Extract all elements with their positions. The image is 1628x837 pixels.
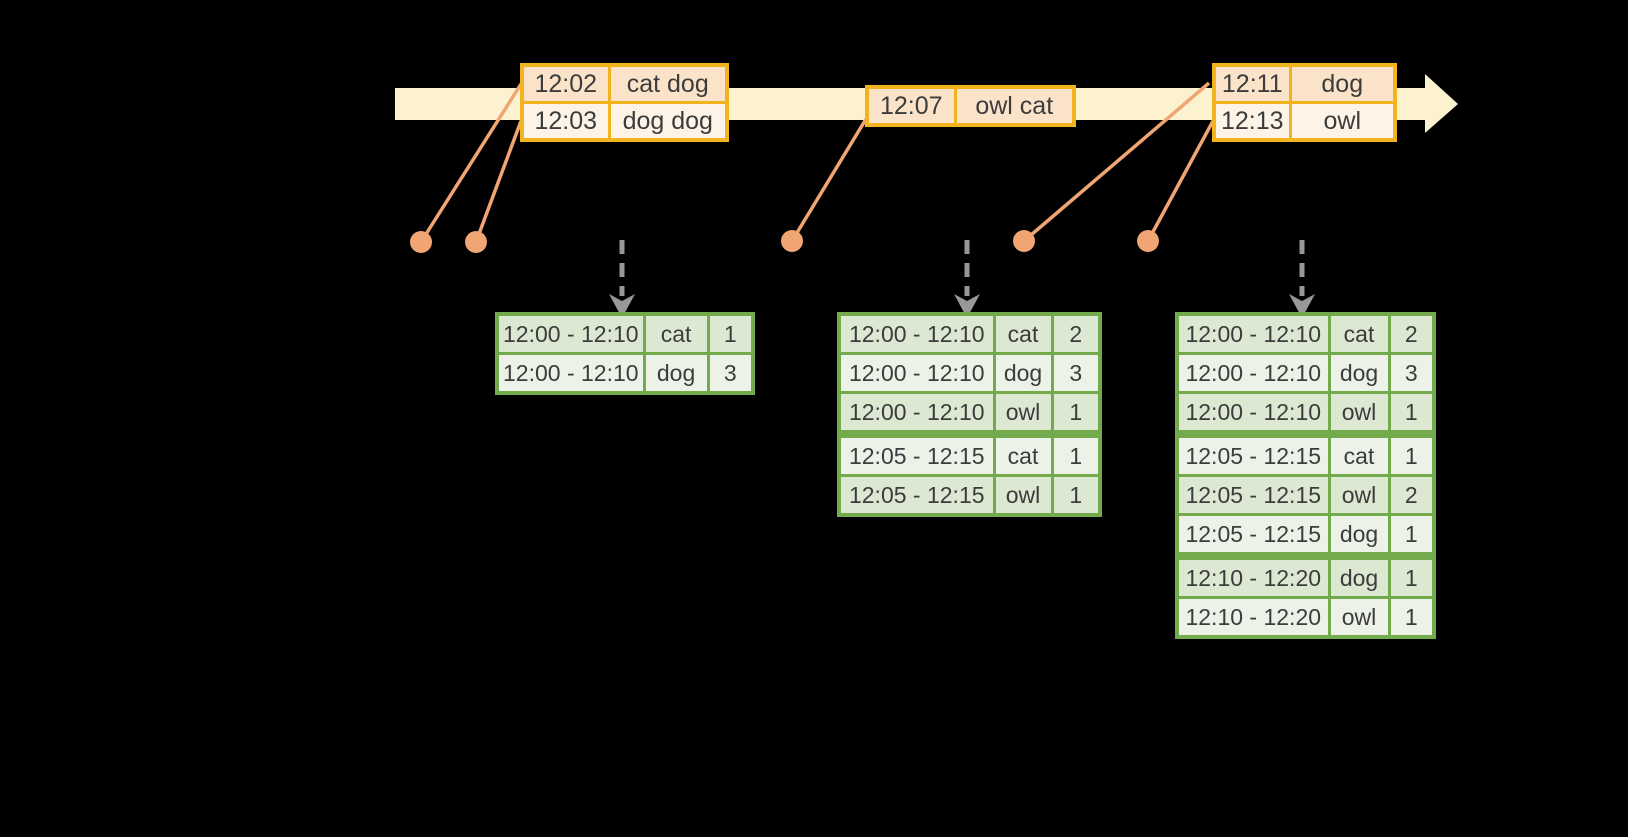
table-cell: 1 <box>1387 596 1436 639</box>
table-cell: 12:02 <box>520 63 611 104</box>
event-connector-line <box>1146 120 1215 242</box>
table-cell: 3 <box>1050 352 1102 394</box>
table-cell: cat dog <box>607 63 729 104</box>
table-cell: 12:00 - 12:10 <box>837 391 996 438</box>
table-cell: dog <box>1327 352 1391 394</box>
table-cell: owl <box>1327 391 1391 438</box>
event-connector-line <box>1022 81 1211 243</box>
table-cell: 12:00 - 12:10 <box>495 312 646 355</box>
table-cell: 12:00 - 12:10 <box>837 312 996 355</box>
table-cell: 3 <box>1387 352 1436 394</box>
table-cell: 1 <box>1050 432 1102 477</box>
down-arrowhead-icon <box>1289 294 1315 318</box>
table-cell: cat <box>1327 312 1391 355</box>
table-cell: dog dog <box>607 101 729 142</box>
table-cell: 1 <box>1387 432 1436 477</box>
table-cell: cat <box>1327 432 1391 477</box>
table-cell: cat <box>992 432 1054 477</box>
table-cell: cat <box>642 312 710 355</box>
table-cell: 12:00 - 12:10 <box>1175 391 1331 438</box>
table-cell: 2 <box>1387 312 1436 355</box>
event-dot <box>410 231 432 253</box>
table-cell: dog <box>642 352 710 395</box>
table-cell: 12:00 - 12:10 <box>1175 352 1331 394</box>
table-cell: owl <box>992 474 1054 517</box>
event-dot <box>1137 230 1159 252</box>
table-cell: dog <box>1288 63 1397 104</box>
table-cell: 12:05 - 12:15 <box>1175 432 1331 477</box>
table-cell: 2 <box>1050 312 1102 355</box>
event-connector-line <box>790 118 868 242</box>
table-cell: 12:10 - 12:20 <box>1175 554 1331 599</box>
down-arrowhead-icon <box>954 294 980 318</box>
table-cell: 12:00 - 12:10 <box>495 352 646 395</box>
table-cell: 12:00 - 12:10 <box>1175 312 1331 355</box>
event-connector-line <box>474 120 523 243</box>
table-cell: dog <box>1327 513 1391 560</box>
table-cell: owl cat <box>953 85 1076 127</box>
event-connector-line <box>419 83 523 243</box>
table-cell: 3 <box>706 352 755 395</box>
table-cell: 2 <box>1387 474 1436 516</box>
timeline-arrowhead-icon <box>1425 74 1458 133</box>
table-cell: 1 <box>706 312 755 355</box>
table-cell: cat <box>992 312 1054 355</box>
table-cell: 1 <box>1387 554 1436 599</box>
table-cell: 1 <box>1387 391 1436 438</box>
table-cell: owl <box>1288 101 1397 142</box>
table-cell: 12:00 - 12:10 <box>837 352 996 394</box>
table-cell: dog <box>1327 554 1391 599</box>
table-cell: dog <box>992 352 1054 394</box>
table-cell: 12:05 - 12:15 <box>1175 513 1331 560</box>
table-cell: 12:05 - 12:15 <box>1175 474 1331 516</box>
table-cell: 1 <box>1050 474 1102 517</box>
table-cell: 1 <box>1050 391 1102 438</box>
table-cell: 12:11 <box>1212 63 1292 104</box>
table-cell: owl <box>1327 596 1391 639</box>
table-cell: 1 <box>1387 513 1436 560</box>
table-cell: owl <box>992 391 1054 438</box>
down-arrowhead-icon <box>609 294 635 318</box>
table-cell: 12:05 - 12:15 <box>837 474 996 517</box>
event-dot <box>465 231 487 253</box>
table-cell: 12:10 - 12:20 <box>1175 596 1331 639</box>
event-dot <box>781 230 803 252</box>
table-cell: 12:13 <box>1212 101 1292 142</box>
table-cell: 12:07 <box>865 85 957 127</box>
table-cell: 12:03 <box>520 101 611 142</box>
table-cell: 12:05 - 12:15 <box>837 432 996 477</box>
table-cell: owl <box>1327 474 1391 516</box>
event-dot <box>1013 230 1035 252</box>
